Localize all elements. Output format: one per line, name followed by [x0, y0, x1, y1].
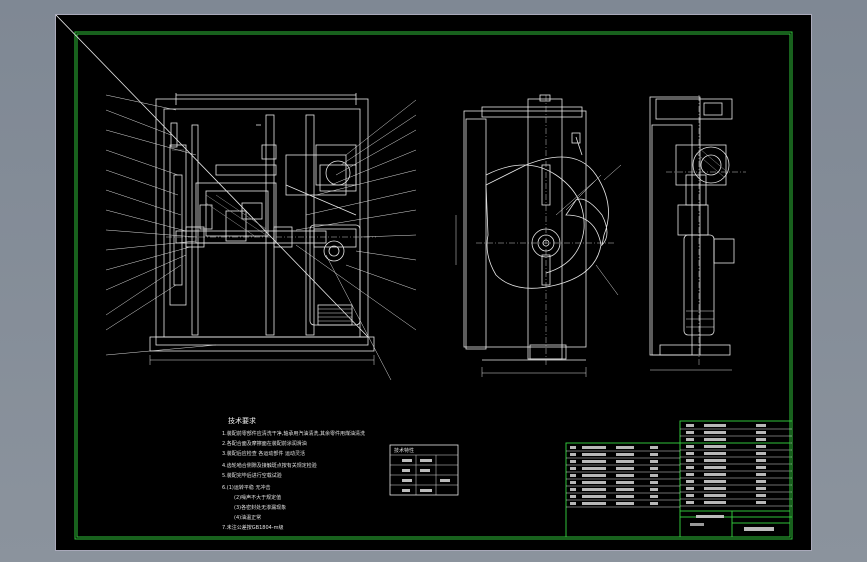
parts-list-cell — [582, 446, 606, 449]
parts-list-cell — [704, 459, 726, 462]
parts-list-cell — [650, 460, 658, 463]
parts-list-cell — [616, 446, 634, 449]
parts-list-cell — [756, 487, 766, 490]
parts-list-cell — [756, 480, 766, 483]
parts-list-cell — [582, 467, 606, 470]
parts-list-cell — [582, 474, 606, 477]
parts-list-cell — [756, 431, 766, 434]
parts-list-cell — [616, 460, 634, 463]
parts-list-cell — [704, 445, 726, 448]
parts-list-cell — [650, 474, 658, 477]
tech-req-line: 3.装配后应检查 各运动部件 运动灵活 — [222, 450, 305, 457]
parts-list-cell — [756, 501, 766, 504]
parts-list-cell — [582, 453, 606, 456]
parts-list-cell — [570, 460, 576, 463]
parts-list-cell — [704, 487, 726, 490]
tech-req-line: 6.(1)运转平稳 无冲击 — [222, 484, 270, 491]
parts-list-cell — [756, 473, 766, 476]
tech-req-line: 7.未注公差按GB1804-m级 — [222, 524, 283, 531]
side-view — [455, 94, 622, 377]
parts-list-cell — [570, 453, 576, 456]
parts-list-cell — [686, 438, 694, 441]
parts-list-cell — [686, 487, 694, 490]
parts-list-cell — [616, 474, 634, 477]
parts-list-cell — [686, 459, 694, 462]
parts-list-cell — [582, 481, 606, 484]
parts-list-cell — [704, 501, 726, 504]
spec-table-title: 技术特性 — [394, 447, 414, 454]
tech-req-line: (2)噪声不大于规定值 — [234, 494, 281, 501]
tech-req-heading: 技术要求 — [228, 416, 256, 425]
parts-list-cell — [616, 488, 634, 491]
parts-list-cell — [704, 431, 726, 434]
parts-list-cell — [704, 424, 726, 427]
technical-requirements: 技术要求 1.装配前零部件应清洗干净,轴承用汽油清洗,其余零件用煤油清洗 2.各… — [222, 416, 365, 531]
parts-list-cell — [650, 467, 658, 470]
tech-req-line: 2.各配合面及摩擦面在装配前涂润滑油 — [222, 440, 307, 447]
tech-req-line: (4)油温正常 — [234, 514, 261, 521]
parts-list-cell — [686, 480, 694, 483]
parts-list-cell — [570, 446, 576, 449]
parts-list-cell — [756, 438, 766, 441]
drawing-inner-border — [76, 33, 791, 538]
parts-list-cell — [686, 494, 694, 497]
parts-list-cell — [704, 480, 726, 483]
tech-req-line: 5.装配完毕后进行空载试验 — [222, 472, 282, 479]
spec-table: 技术特性 — [389, 444, 459, 496]
parts-list-cell — [686, 473, 694, 476]
parts-list-cell — [756, 459, 766, 462]
parts-list-cell — [756, 494, 766, 497]
parts-list-cell — [650, 495, 658, 498]
parts-list-cell — [756, 424, 766, 427]
parts-list-cell — [582, 502, 606, 505]
parts-list-cell — [570, 502, 576, 505]
parts-list-cell — [756, 445, 766, 448]
tech-req-line: (3)各密封处无渗漏现象 — [234, 504, 286, 511]
cad-drawing-canvas[interactable]: 技术要求 1.装配前零部件应清洗干净,轴承用汽油清洗,其余零件用煤油清洗 2.各… — [56, 15, 811, 550]
parts-list-cell — [570, 474, 576, 477]
parts-list — [565, 420, 793, 538]
parts-list-cell — [704, 473, 726, 476]
parts-list-cell — [686, 466, 694, 469]
end-view — [649, 95, 746, 371]
parts-list-cell — [650, 488, 658, 491]
parts-list-cell — [756, 452, 766, 455]
parts-list-cell — [650, 453, 658, 456]
cad-drawing-viewport[interactable]: 技术要求 1.装配前零部件应清洗干净,轴承用汽油清洗,其余零件用煤油清洗 2.各… — [55, 14, 812, 551]
parts-list-cell — [686, 445, 694, 448]
parts-list-cell — [756, 466, 766, 469]
parts-list-cell — [650, 481, 658, 484]
parts-list-cell — [616, 453, 634, 456]
parts-list-cell — [570, 488, 576, 491]
parts-list-cell — [616, 481, 634, 484]
parts-list-cell — [570, 495, 576, 498]
parts-list-cell — [582, 460, 606, 463]
parts-list-cell — [686, 431, 694, 434]
tech-req-line: 1.装配前零部件应清洗干净,轴承用汽油清洗,其余零件用煤油清洗 — [222, 430, 365, 437]
parts-list-cell — [704, 466, 726, 469]
parts-list-cell — [686, 424, 694, 427]
front-view — [56, 15, 417, 381]
drawing-border — [74, 31, 793, 540]
parts-list-cell — [616, 502, 634, 505]
parts-list-cell — [616, 495, 634, 498]
parts-list-cell — [570, 481, 576, 484]
tech-req-line: 4.齿轮啮合侧隙及接触斑点按有关规定检验 — [222, 462, 317, 469]
parts-list-cell — [616, 467, 634, 470]
parts-list-cell — [686, 501, 694, 504]
parts-list-cell — [704, 438, 726, 441]
parts-list-cell — [582, 488, 606, 491]
parts-list-cell — [686, 452, 694, 455]
parts-list-cell — [650, 502, 658, 505]
parts-list-cell — [650, 446, 658, 449]
parts-list-cell — [570, 467, 576, 470]
parts-list-cell — [704, 452, 726, 455]
parts-list-cell — [582, 495, 606, 498]
parts-list-cell — [704, 494, 726, 497]
